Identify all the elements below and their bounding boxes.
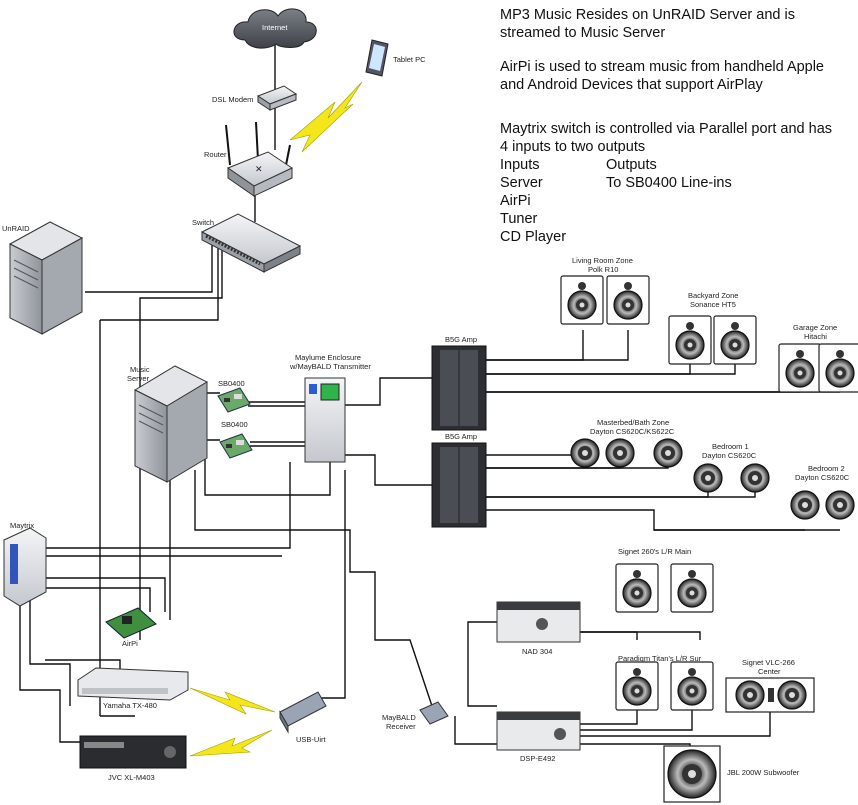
note-line-6: 4 inputs to two outputs	[500, 139, 646, 155]
speaker-icon	[818, 343, 858, 393]
dsl-modem-label: DSL Modem	[212, 95, 253, 104]
inputs-header: Inputs	[500, 157, 540, 173]
sb0400-a-label: SB0400	[218, 379, 245, 388]
amp-1-label: B5G Amp	[445, 335, 477, 344]
zone-bed1-label-2: Dayton CS620C	[702, 451, 757, 460]
nad-amplifier-icon	[496, 601, 581, 643]
zone-garage-label-2: Hitachi	[804, 332, 827, 341]
ceiling-speaker-icon	[605, 438, 635, 468]
nad-label: NAD 304	[522, 647, 552, 656]
sb0400-b-label: SB0400	[221, 420, 248, 429]
unraid-server-icon	[8, 221, 84, 335]
usb-uirt-label: USB-Uirt	[296, 735, 326, 744]
usb-uirt-icon	[279, 691, 327, 734]
tablet-icon	[365, 39, 389, 77]
tablet-label: Tablet PC	[393, 55, 426, 64]
lightning-icon	[189, 687, 276, 715]
output-sb0400: To SB0400 Line-ins	[606, 175, 732, 191]
note-line-5: Maytrix switch is controlled via Paralle…	[500, 121, 833, 137]
maytrix-switch-icon	[3, 527, 47, 607]
enclosure-label-1: Maylume Enclosure	[295, 353, 361, 362]
ceiling-speaker-icon	[693, 463, 723, 493]
enclosure-label-2: w/MayBALD Transmitter	[289, 362, 371, 371]
dsp-receiver-icon	[496, 711, 581, 751]
music-server-icon	[133, 365, 209, 483]
signet-main-label: Signet 260's L/R Main	[618, 547, 691, 556]
music-server-label-2: Server	[127, 374, 150, 383]
lightning-icon	[289, 81, 363, 153]
maybald-label-2: Receiver	[386, 722, 416, 731]
maybald-label-1: MayBALD	[382, 713, 416, 722]
svg-text:✕: ✕	[255, 165, 263, 175]
zone-master-label-2: Dayton CS620C/KS622C	[590, 427, 675, 436]
amplifier-icon	[431, 442, 487, 528]
wireless-links	[189, 81, 363, 757]
sb0400-card-icon	[217, 387, 251, 413]
router-icon: ✕	[225, 121, 294, 197]
switch-label: Switch	[192, 218, 214, 227]
input-cd-player: CD Player	[500, 229, 567, 245]
note-line-3: AirPi is used to stream music from handh…	[500, 59, 824, 75]
ceiling-speaker-icon	[740, 463, 770, 493]
router-label: Router	[204, 150, 227, 159]
lightning-icon	[189, 729, 273, 757]
unraid-label: UnRAID	[2, 224, 30, 233]
center-speaker-icon	[725, 677, 815, 713]
sb0400-card-icon	[219, 433, 253, 459]
music-server-label-1: Music	[130, 365, 150, 374]
speaker-icon	[670, 661, 714, 711]
signet-center-label-1: Signet VLC-266	[742, 658, 795, 667]
speaker-icon	[560, 275, 604, 325]
amp-2-label: B5G Amp	[445, 432, 477, 441]
speaker-icon	[713, 315, 757, 365]
zone-backyard-label-1: Backyard Zone	[688, 291, 738, 300]
note-line-1: MP3 Music Resides on UnRAID Server and i…	[500, 7, 795, 23]
network-switch-icon	[200, 213, 302, 273]
yamaha-tuner-icon	[77, 667, 189, 701]
speaker-icon	[670, 563, 714, 613]
zone-garage-label-1: Garage Zone	[793, 323, 837, 332]
zone-master-label-1: Masterbed/Bath Zone	[597, 418, 669, 427]
dsp-label: DSP-E492	[520, 754, 555, 763]
maylume-enclosure-icon	[304, 377, 346, 463]
note-line-4: and Android Devices that support AirPlay	[500, 77, 763, 93]
zone-bed1-label-1: Bedroom 1	[712, 442, 749, 451]
dsl-modem-icon	[256, 85, 298, 111]
ceiling-speaker-icon	[790, 490, 820, 520]
maybald-receiver-icon	[419, 701, 449, 725]
subwoofer-icon	[663, 745, 721, 803]
paradigm-label: Paradigm Titan's L/R Sur	[618, 654, 702, 663]
ceiling-speaker-icon	[825, 490, 855, 520]
subwoofer-label: JBL 200W Subwoofer	[727, 768, 800, 777]
zone-living-label-1: Living Room Zone	[572, 256, 633, 265]
input-server: Server	[500, 175, 543, 191]
speaker-icon	[668, 315, 712, 365]
input-tuner: Tuner	[500, 211, 538, 227]
jvc-cd-player-icon	[79, 735, 187, 769]
airpi-label: AirPi	[122, 639, 138, 648]
ceiling-speaker-icon	[570, 438, 600, 468]
zone-bed2-label-2: Dayton CS620C	[795, 473, 850, 482]
zone-backyard-label-2: Sonance HT5	[690, 300, 736, 309]
outputs-header: Outputs	[606, 157, 657, 173]
signet-center-label-2: Center	[758, 667, 781, 676]
zone-bed2-label-1: Bedroom 2	[808, 464, 845, 473]
yamaha-label: Yamaha TX-480	[103, 701, 157, 710]
speaker-icon	[606, 275, 650, 325]
internet-cloud-icon	[233, 8, 317, 49]
ceiling-speaker-icon	[653, 438, 683, 468]
amplifier-icon	[431, 345, 487, 431]
internet-label: Internet	[262, 23, 288, 32]
zone-living-label-2: Polk R10	[588, 265, 618, 274]
airpi-board-icon	[105, 607, 157, 639]
input-airpi: AirPi	[500, 193, 531, 209]
note-line-2: streamed to Music Server	[500, 25, 666, 41]
jvc-label: JVC XL-M403	[108, 773, 155, 782]
speaker-icon	[615, 563, 659, 613]
speaker-icon	[778, 343, 822, 393]
speaker-icon	[615, 661, 659, 711]
maytrix-label: Maytrix	[10, 521, 34, 530]
